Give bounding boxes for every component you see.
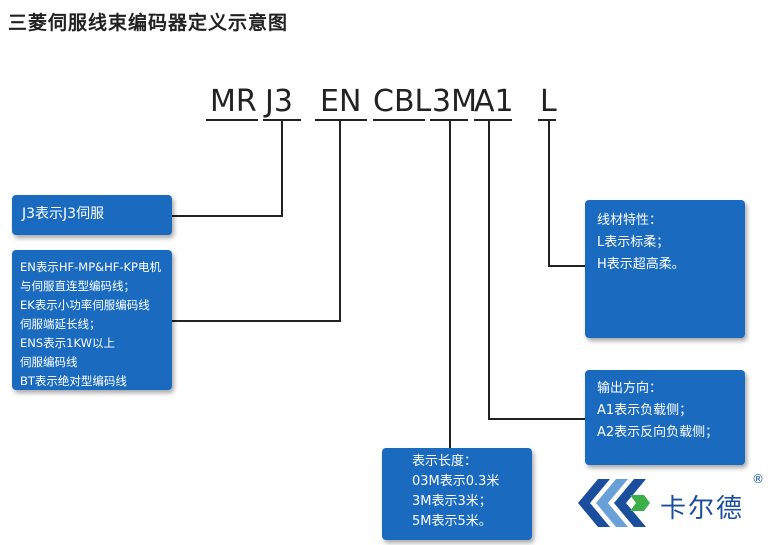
box-line-type-line: L表示标柔； — [597, 235, 670, 250]
connector-line-h — [548, 265, 585, 267]
box-line-type-line: H表示超高柔。 — [597, 257, 685, 272]
code-output: A1 — [474, 84, 514, 119]
box-en-line: 与伺服直连型编码线； — [20, 279, 135, 293]
box-en-line: ENS表示1KW以上 — [20, 336, 115, 350]
connector-en-v — [339, 120, 341, 322]
box-line-type-line: 线材特性： — [597, 213, 663, 228]
box-en-line: 伺服端延长线； — [20, 317, 101, 331]
box-en-line: BT表示绝对型编码线 — [20, 374, 127, 388]
box-j3-line: J3表示J3伺服 — [22, 206, 105, 222]
connector-length-v — [449, 120, 451, 450]
underline-output — [474, 119, 512, 121]
brand-logo-icon — [578, 479, 650, 527]
code-en: EN — [320, 84, 362, 119]
connector-line-v — [548, 120, 550, 267]
brand-logo-text: 卡尔德 — [660, 494, 745, 524]
box-output-direction: 输出方向： A1表示负载侧； A2表示反向负载侧； — [585, 370, 745, 465]
code-mr: MR — [210, 84, 257, 119]
connector-j3-v — [281, 120, 283, 217]
box-output-line: 输出方向： — [597, 381, 663, 396]
box-output-line: A2表示反向负载侧； — [597, 425, 719, 440]
code-length: 3M — [432, 84, 477, 119]
page-title: 三菱伺服线束编码器定义示意图 — [8, 12, 289, 34]
box-line-type: 线材特性： L表示标柔； H表示超高柔。 — [585, 200, 745, 338]
box-length: 表示长度： 03M表示0.3米 3M表示3米； 5M表示5米。 — [382, 448, 532, 540]
box-en-line: EN表示HF-MP&HF-KP电机 — [20, 260, 161, 274]
box-en-line: EK表示小功率伺服编码线 — [20, 298, 150, 312]
box-length-line: 表示长度： — [412, 454, 478, 469]
box-length-line: 5M表示5米。 — [412, 514, 492, 529]
connector-j3-h — [172, 215, 283, 217]
code-line: L — [540, 84, 557, 119]
connector-output-v — [488, 120, 490, 420]
underline-line — [538, 119, 556, 121]
code-j3: J3 — [265, 84, 293, 119]
box-j3: J3表示J3伺服 — [12, 195, 172, 235]
underline-mr — [206, 119, 258, 121]
underline-en — [315, 119, 367, 121]
registered-mark: ® — [752, 472, 764, 486]
code-cbl: CBL — [373, 84, 432, 119]
connector-output-h — [488, 418, 585, 420]
connector-en-h — [172, 320, 341, 322]
box-output-line: A1表示负载侧； — [597, 403, 693, 418]
box-en: EN表示HF-MP&HF-KP电机 与伺服直连型编码线； EK表示小功率伺服编码… — [12, 250, 172, 390]
box-en-line: 伺服编码线 — [20, 355, 78, 369]
box-length-line: 03M表示0.3米 — [412, 474, 500, 489]
box-length-line: 3M表示3米； — [412, 494, 492, 509]
underline-cbl — [373, 119, 425, 121]
